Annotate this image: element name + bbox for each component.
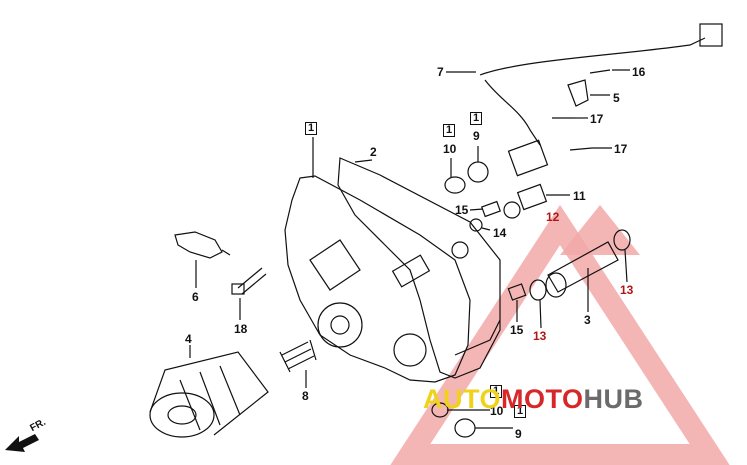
spring-8	[279, 339, 317, 373]
leader	[481, 227, 491, 231]
oring-14	[469, 218, 483, 232]
cover-rib	[309, 239, 361, 291]
callout-14: 14	[493, 226, 507, 240]
callout-17: 17	[614, 142, 628, 156]
callout-9: 9	[473, 129, 480, 143]
cap-9-top	[467, 161, 489, 183]
callout-6: 6	[192, 290, 199, 304]
bolt-16	[589, 69, 611, 74]
watermark-logo: AUTOMOTOHUB	[423, 386, 644, 413]
oring-13a	[613, 229, 631, 251]
pin-15-top	[481, 200, 501, 218]
callout-1: 1	[514, 405, 527, 418]
cover-boss-inner	[330, 315, 350, 335]
bracket-5	[567, 79, 589, 107]
leader	[539, 299, 542, 329]
callout-3: 3	[584, 313, 591, 327]
gasket-outline	[337, 157, 501, 379]
callout-8: 8	[302, 389, 309, 403]
cover-port	[393, 333, 427, 367]
watermark-triangle	[390, 204, 730, 465]
oring-13b	[529, 279, 547, 301]
cover-boss	[317, 302, 363, 348]
pin-15-bottom	[507, 283, 527, 301]
callout-11: 11	[573, 189, 586, 203]
sensor-wire	[479, 37, 706, 76]
sensor-body	[507, 139, 549, 177]
leader	[469, 208, 484, 211]
callout-17: 17	[590, 112, 604, 126]
pipe-3	[547, 241, 619, 293]
callout-16: 16	[632, 65, 646, 79]
callout-9: 9	[515, 427, 522, 441]
callout-13: 13	[620, 283, 634, 297]
callout-1: 1	[305, 122, 318, 135]
pressure-switch	[174, 231, 231, 259]
gasket-hole	[451, 241, 469, 259]
watermark-auto: AUTO	[423, 384, 502, 414]
cover-pipe	[454, 319, 501, 356]
callout-1: 1	[443, 124, 456, 137]
callout-10: 10	[490, 404, 504, 418]
front-arrow-icon	[5, 434, 39, 452]
callout-15: 15	[455, 203, 469, 217]
callout-5: 5	[613, 91, 620, 105]
cap-9-bottom	[454, 418, 476, 438]
callout-15: 15	[510, 323, 524, 337]
callout-2: 2	[370, 145, 377, 159]
callout-13: 13	[533, 329, 547, 343]
sensor-harness	[484, 79, 541, 146]
callout-12: 12	[546, 210, 560, 224]
oring-12	[503, 201, 521, 219]
collar-11	[516, 183, 548, 211]
cover-tube	[391, 254, 431, 288]
bolt-18	[231, 267, 267, 295]
cover-body	[284, 175, 471, 383]
watermark-hub: HUB	[583, 384, 644, 414]
callout-10: 10	[443, 142, 457, 156]
leader	[354, 159, 373, 163]
oil-filter	[149, 351, 269, 438]
callout-1: 1	[490, 385, 503, 398]
callout-1: 1	[470, 112, 483, 125]
bolt-17b	[569, 147, 593, 151]
callout-7: 7	[437, 65, 444, 79]
sensor-connector	[699, 23, 723, 47]
callout-18: 18	[234, 322, 248, 336]
seal-10-top	[444, 176, 466, 194]
watermark-peak	[560, 205, 640, 255]
watermark-moto: MOTO	[501, 384, 584, 414]
leader	[624, 249, 628, 283]
pipe-3-end	[545, 272, 567, 298]
callout-4: 4	[185, 332, 192, 346]
